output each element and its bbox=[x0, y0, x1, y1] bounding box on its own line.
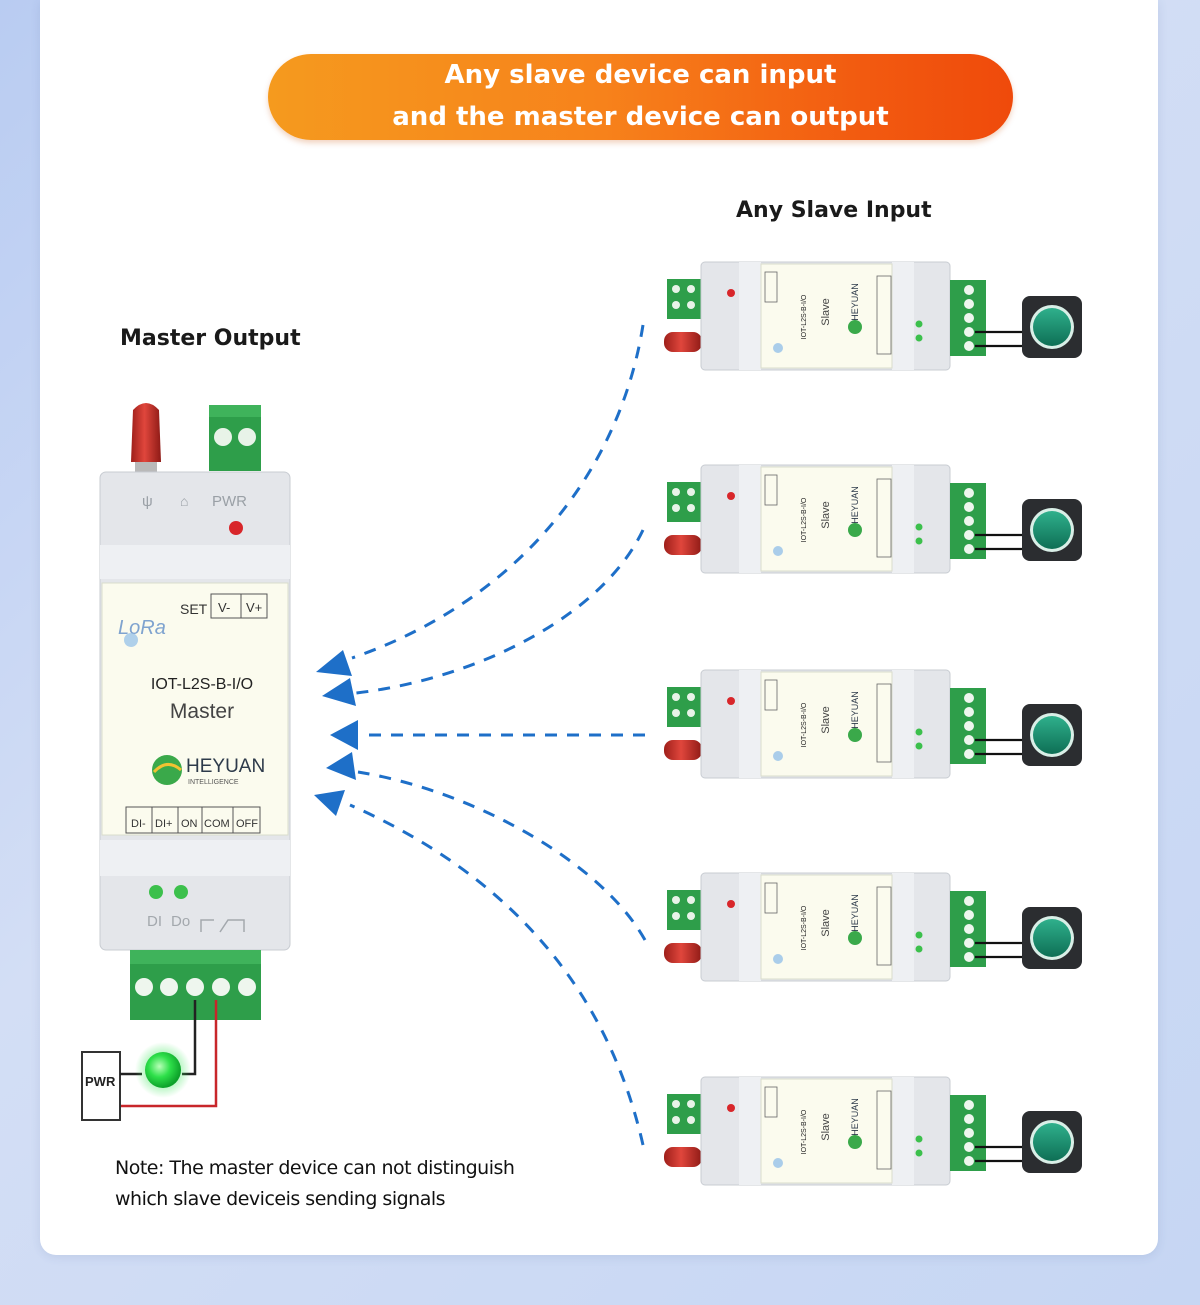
slave-model-2: IOT-L2S-B-I/O bbox=[801, 497, 808, 542]
slave-device-3: IOT-L2S-B-I/O Slave HEYUAN bbox=[664, 669, 1082, 779]
master-di-label: DI bbox=[147, 913, 162, 930]
signal-path-1 bbox=[351, 324, 645, 660]
arrowhead-1 bbox=[316, 650, 352, 676]
master-top-terminal bbox=[209, 405, 261, 471]
slave-model-5: IOT-L2S-B-I/O bbox=[801, 1109, 808, 1154]
svg-text:⌂: ⌂ bbox=[180, 493, 188, 509]
arrowhead-2 bbox=[322, 678, 356, 706]
master-heading: Master Output bbox=[120, 326, 301, 351]
note: Note: The master device can not distingu… bbox=[115, 1153, 515, 1215]
master-vminus-label: V- bbox=[218, 600, 230, 615]
slave-power-led bbox=[727, 289, 735, 297]
arrowhead-5 bbox=[314, 790, 345, 816]
slave-brand-4: HEYUAN bbox=[850, 894, 860, 932]
arrowhead-4 bbox=[326, 752, 356, 780]
slave-brand-2: HEYUAN bbox=[850, 486, 860, 524]
banner-line-1: Any slave device can input bbox=[444, 60, 837, 90]
master-com: COM bbox=[204, 818, 230, 830]
heyuan-logo: HEYUAN INTELLIGENCE bbox=[152, 755, 265, 786]
signal-path-4 bbox=[357, 770, 647, 941]
signal-path-2 bbox=[355, 529, 645, 695]
slave-role-1: Slave bbox=[820, 298, 832, 326]
signal-arrowheads bbox=[314, 650, 358, 816]
note-line-2: which slave deviceis sending signals bbox=[115, 1188, 446, 1210]
slave-power-led bbox=[727, 697, 735, 705]
slave-antenna bbox=[664, 943, 702, 963]
signal-path-5 bbox=[349, 803, 645, 1146]
master-brand-sub: INTELLIGENCE bbox=[188, 779, 239, 786]
banner-line-2: and the master device can output bbox=[392, 102, 889, 132]
slave-brand-3: HEYUAN bbox=[850, 691, 860, 729]
arrowhead-3 bbox=[330, 720, 358, 750]
slave-heading: Any Slave Input bbox=[736, 198, 932, 223]
master-off: OFF bbox=[236, 818, 258, 830]
note-line-1: Note: The master device can not distingu… bbox=[115, 1157, 515, 1179]
master-do-led bbox=[174, 885, 188, 899]
master-role: Master bbox=[170, 700, 234, 723]
master-brand: HEYUAN bbox=[186, 756, 265, 777]
slave-role-3: Slave bbox=[820, 706, 832, 734]
master-device: ψ ⌂ PWR LoRa SET V- V+ IOT-L2S-B-I/O Mas… bbox=[99, 403, 291, 1020]
slave-device-5: IOT-L2S-B-I/O Slave HEYUAN bbox=[664, 1076, 1082, 1186]
slave-antenna bbox=[664, 1147, 702, 1167]
slave-antenna bbox=[664, 740, 702, 760]
master-bottom-terminal-labels: DI- DI+ ON COM OFF bbox=[125, 806, 261, 834]
title-banner: Any slave device can input and the maste… bbox=[268, 54, 1013, 140]
slave-device-2: IOT-L2S-B-I/O Slave HEYUAN bbox=[664, 464, 1082, 574]
master-bottom-terminal bbox=[130, 950, 261, 1020]
slave-brand-1: HEYUAN bbox=[850, 283, 860, 321]
master-vplus-label: V+ bbox=[246, 600, 262, 615]
slave-power-led bbox=[727, 900, 735, 908]
slave-model-4: IOT-L2S-B-I/O bbox=[801, 905, 808, 950]
slave-model-1: IOT-L2S-B-I/O bbox=[801, 294, 808, 339]
master-top-terminal-labels: SET V- V+ bbox=[180, 593, 268, 619]
master-lora-label: LoRa bbox=[118, 617, 166, 639]
master-di-plus: DI+ bbox=[155, 818, 172, 830]
master-on: ON bbox=[181, 818, 198, 830]
master-do-label: Do bbox=[171, 913, 190, 930]
slave-device-4: IOT-L2S-B-I/O Slave HEYUAN bbox=[664, 872, 1082, 982]
master-model: IOT-L2S-B-I/O bbox=[151, 676, 253, 693]
slave-role-2: Slave bbox=[820, 501, 832, 529]
slave-model-3: IOT-L2S-B-I/O bbox=[801, 702, 808, 747]
slave-device-1: IOT-L2S-B-I/O Slave HEYUAN bbox=[664, 261, 1082, 371]
master-di-minus: DI- bbox=[131, 818, 146, 830]
master-antenna bbox=[131, 403, 161, 476]
master-pwr-label: PWR bbox=[212, 493, 247, 510]
master-output-circuit: PWR bbox=[81, 1000, 218, 1121]
svg-text:ψ: ψ bbox=[142, 493, 153, 510]
master-di-led bbox=[149, 885, 163, 899]
master-power-led bbox=[229, 521, 243, 535]
power-box-label: PWR bbox=[85, 1074, 116, 1089]
slave-brand-5: HEYUAN bbox=[850, 1098, 860, 1136]
master-set-label: SET bbox=[180, 601, 208, 617]
slave-role-4: Slave bbox=[820, 909, 832, 937]
slave-power-led bbox=[727, 1104, 735, 1112]
output-lamp bbox=[145, 1052, 181, 1088]
slave-antenna bbox=[664, 535, 702, 555]
slave-antenna bbox=[664, 332, 702, 352]
power-box bbox=[81, 1051, 121, 1121]
slave-power-led bbox=[727, 492, 735, 500]
slave-role-5: Slave bbox=[820, 1113, 832, 1141]
signal-paths bbox=[349, 324, 647, 1146]
